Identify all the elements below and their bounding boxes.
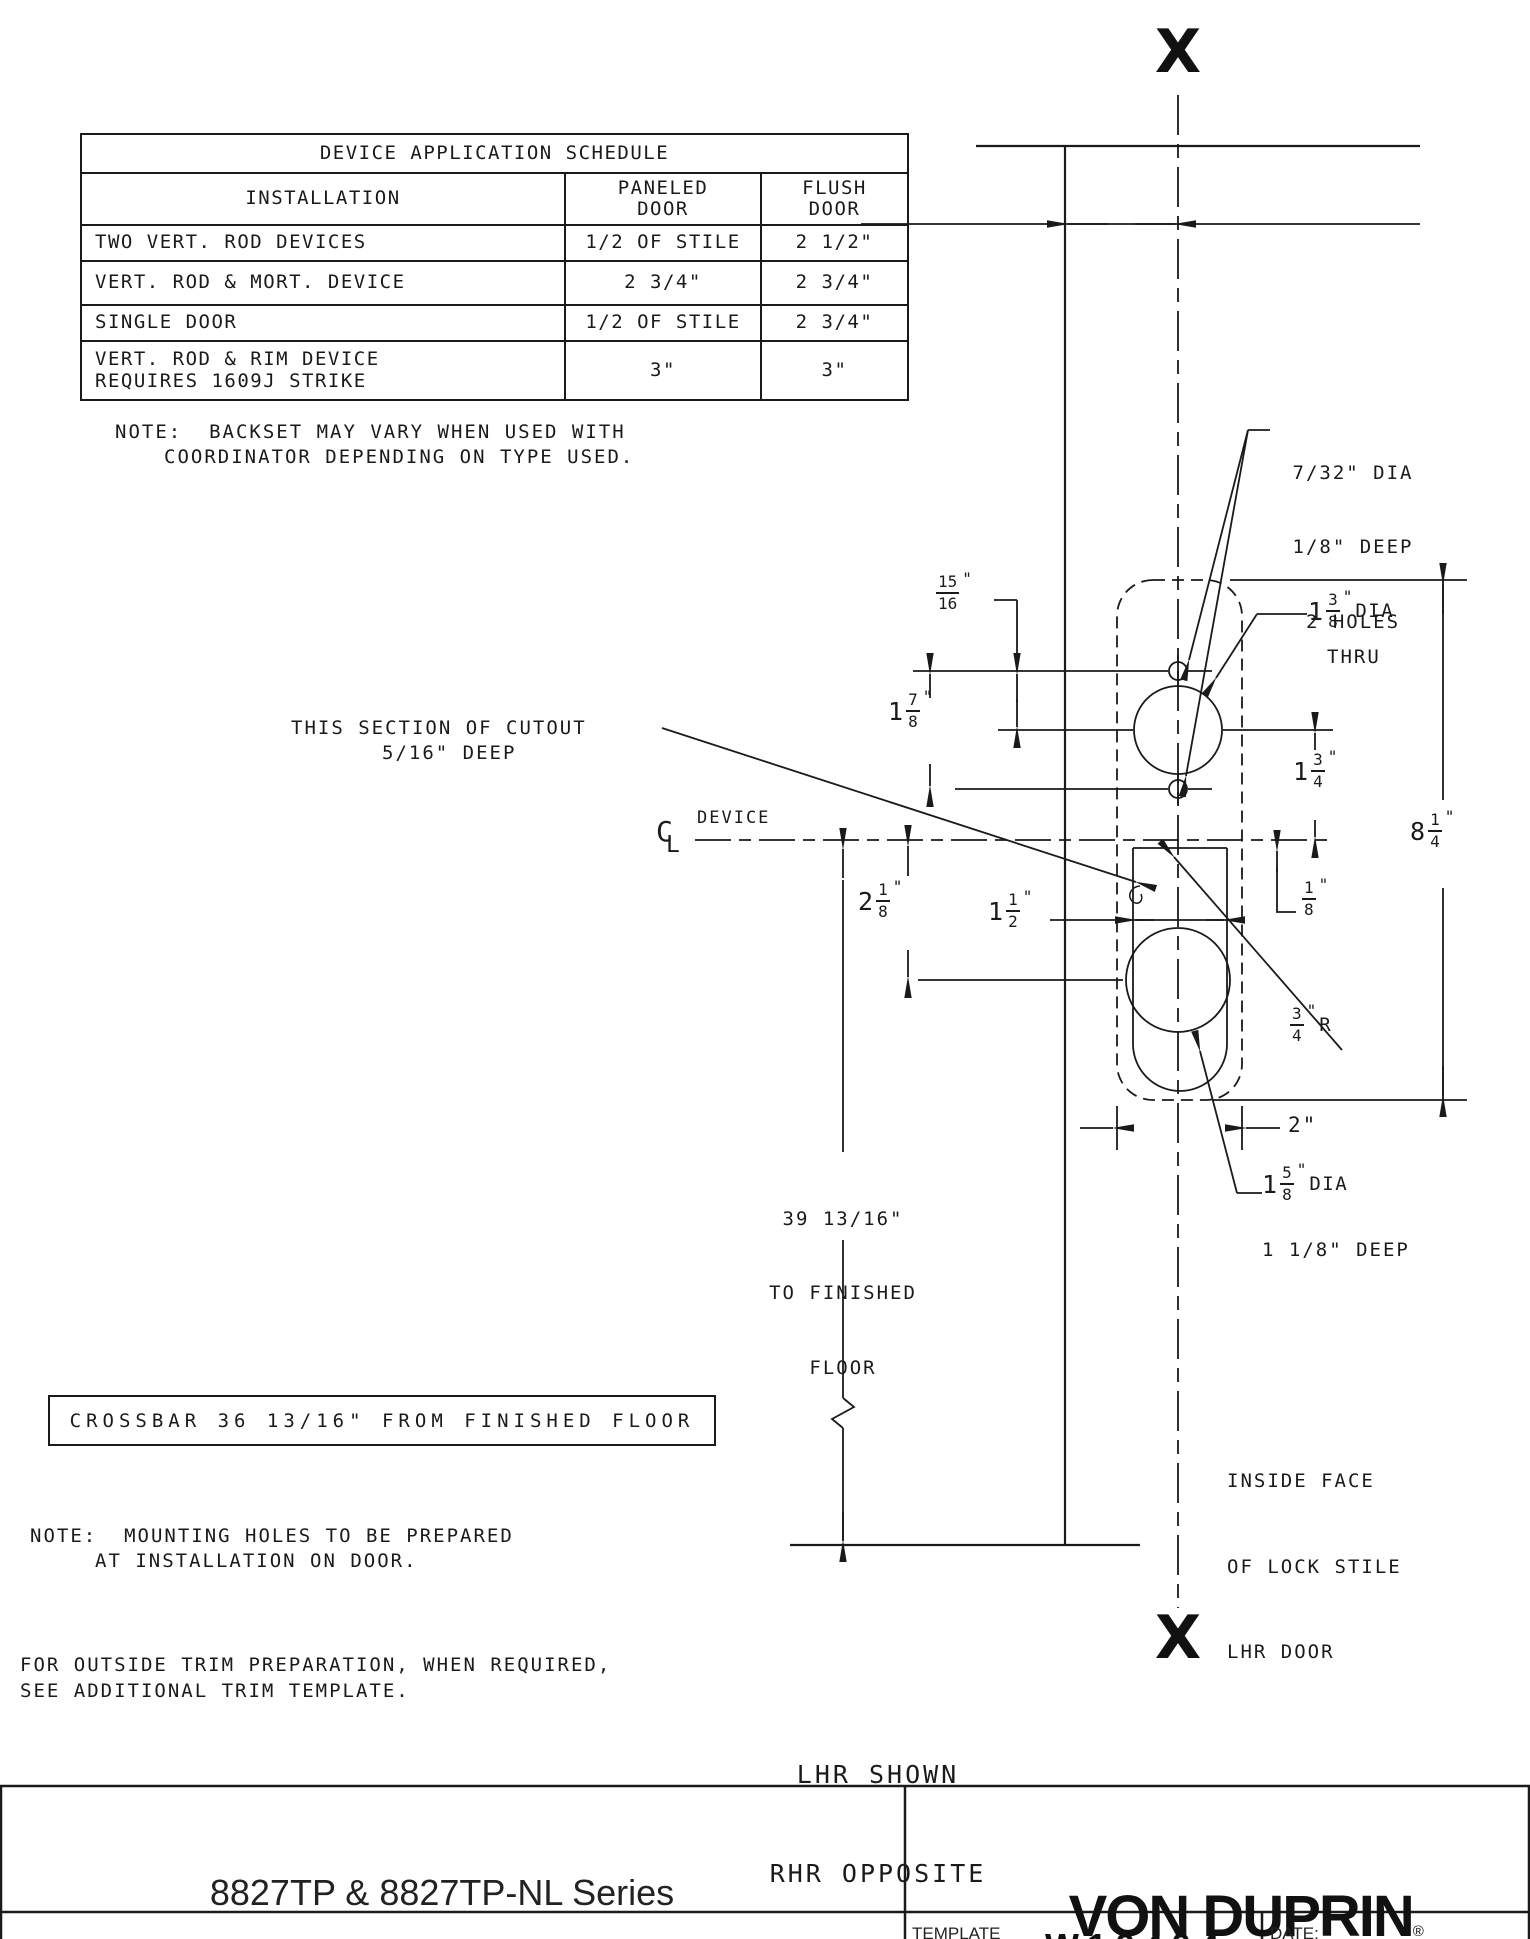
table-row-cell: 2 1/2"	[760, 224, 907, 260]
device-application-schedule-table: DEVICE APPLICATION SCHEDULE INSTALLATION…	[80, 133, 909, 401]
table-row-cell: 3"	[760, 340, 907, 399]
series-title: 8827TP & 8827TP-NL Series Vertical Rod D…	[209, 1872, 675, 1914]
registered-mark: ®	[1412, 1923, 1424, 1939]
section-mark-bottom: X	[1154, 1603, 1202, 1673]
section-mark-top: X	[1154, 17, 1202, 87]
table-row-cell: 1/2 OF STILE	[564, 304, 760, 340]
template-number: W10404	[1045, 1926, 1227, 1939]
backset-note-line2: COORDINATOR DEPENDING ON TYPE USED.	[164, 446, 635, 468]
trim-note-line2: SEE ADDITIONAL TRIM TEMPLATE.	[20, 1680, 410, 1702]
device-centerline-label: DEVICE	[697, 808, 771, 828]
mounting-note-line1: NOTE: MOUNTING HOLES TO BE PREPARED	[30, 1525, 514, 1547]
crossbar-note-box: CROSSBAR 36 13/16" FROM FINISHED FLOOR	[48, 1395, 716, 1446]
column-header-installation: INSTALLATION	[82, 172, 564, 224]
centerline-symbol-c: C	[656, 815, 673, 848]
trim-note-line1: FOR OUTSIDE TRIM PREPARATION, WHEN REQUI…	[20, 1654, 612, 1676]
dim-7-32-holes: 7/32" DIA 1/8" DEEP 2 HOLES	[1292, 462, 1414, 633]
table-row-cell: 2 3/4"	[760, 304, 907, 340]
dim-1-1-8-deep: 1 1/8" DEEP	[1262, 1239, 1410, 1261]
table-row-cell: 1/2 OF STILE	[564, 224, 760, 260]
handing-label: LHR SHOWN RHR OPPOSITE	[769, 1760, 987, 1888]
table-row-cell: 2 3/4"	[564, 260, 760, 304]
table-row-cell: TWO VERT. ROD DEVICES	[82, 224, 564, 260]
cutout-note-line2: 5/16" DEEP	[382, 742, 517, 764]
template-label: TEMPLATE	[912, 1924, 1001, 1939]
table-row-cell: VERT. ROD & MORT. DEVICE	[82, 260, 564, 304]
dim-thru: THRU	[1327, 646, 1381, 668]
cutout-note-line1: THIS SECTION OF CUTOUT	[291, 717, 587, 739]
table-row-cell: 2 3/4"	[760, 260, 907, 304]
backset-note-line1: NOTE: BACKSET MAY VARY WHEN USED WITH	[115, 421, 626, 443]
mounting-note-line2: AT INSTALLATION ON DOOR.	[95, 1550, 418, 1572]
von-duprin-logo: VON DUPRIN®	[1068, 1884, 1424, 1939]
table-row-cell: SINGLE DOOR	[82, 304, 564, 340]
dim-2-inch: 2"	[1288, 1113, 1318, 1137]
table-title: DEVICE APPLICATION SCHEDULE	[319, 141, 670, 164]
hole-1-5-8	[1125, 927, 1231, 1033]
dim-39-13-16: 39 13/16" TO FINISHED FLOOR	[769, 1208, 917, 1379]
centerline-symbol-l: L	[666, 832, 680, 858]
date-label: DATE:	[1270, 1924, 1319, 1939]
inside-face-label: INSIDE FACE OF LOCK STILE LHR DOOR	[1227, 1470, 1402, 1663]
table-row-cell: 3"	[564, 340, 760, 399]
